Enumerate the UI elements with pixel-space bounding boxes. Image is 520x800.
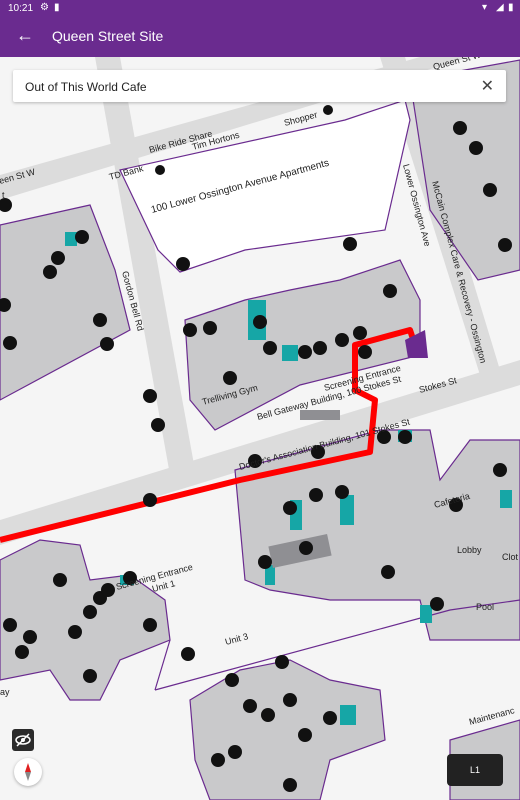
- destination-marker: [405, 330, 428, 358]
- mccain-building: [409, 59, 520, 281]
- unit-3-building: [189, 659, 386, 800]
- elevator-icon: [353, 326, 367, 340]
- atm-icon: [323, 105, 333, 115]
- elevator-icon: [335, 333, 349, 347]
- washroom-icon: [453, 121, 467, 135]
- compass-icon[interactable]: [14, 758, 42, 786]
- heart-icon: [381, 565, 395, 579]
- washroom-icon: [100, 337, 114, 351]
- stairs-icon: [225, 673, 239, 687]
- parking-icon: [176, 257, 190, 271]
- status-bar: 10:21 ⚙ ▮ ▾ ◢ ▮: [0, 0, 520, 17]
- elevator-icon: [298, 728, 312, 742]
- parking-icon: [143, 389, 157, 403]
- floor-selector[interactable]: L1: [447, 754, 503, 786]
- washroom-icon: [43, 265, 57, 279]
- washroom-icon: [211, 753, 225, 767]
- washroom-icon: [493, 463, 507, 477]
- washroom-icon: [253, 315, 267, 329]
- search-input[interactable]: [23, 77, 467, 97]
- atm-icon: [155, 165, 165, 175]
- washroom-icon: [323, 711, 337, 725]
- bike-icon: [343, 237, 357, 251]
- heart-icon: [223, 371, 237, 385]
- parking-icon: [258, 555, 272, 569]
- elevator-icon: [398, 430, 412, 444]
- elevator-icon: [430, 597, 444, 611]
- atm-icon: [311, 445, 325, 459]
- map-view[interactable]: een St W Queen St W Bike Ride Share Tim …: [0, 57, 520, 800]
- app-bar: ← Queen Street Site: [0, 17, 520, 57]
- close-icon[interactable]: ✕: [480, 78, 494, 95]
- heart-icon: [183, 323, 197, 337]
- poi-markers[interactable]: [0, 105, 512, 792]
- atm-icon: [377, 430, 391, 444]
- label-y-left: ay: [0, 687, 10, 697]
- stairs-icon: [75, 230, 89, 244]
- cafe-icon: [449, 498, 463, 512]
- label-lobby: Lobby: [457, 545, 482, 555]
- left-building: [0, 204, 131, 401]
- floor-label: L1: [469, 765, 480, 775]
- info-icon: [0, 198, 12, 212]
- washroom-icon: [298, 345, 312, 359]
- stairs-icon: [3, 618, 17, 632]
- washroom-icon: [283, 501, 297, 515]
- parking-icon: [143, 493, 157, 507]
- washroom-icon: [0, 298, 11, 312]
- arrow-left-icon[interactable]: ←: [16, 25, 34, 45]
- page-title: Queen Street Site: [52, 28, 164, 44]
- label-t-left: t: [2, 190, 5, 200]
- washroom-icon: [263, 341, 277, 355]
- stairs-icon: [83, 669, 97, 683]
- elevator-icon: [283, 778, 297, 792]
- eye-off-icon[interactable]: [12, 729, 34, 751]
- washroom-icon: [3, 336, 17, 350]
- parking-icon: [248, 454, 262, 468]
- settings-icon: ⚙: [40, 2, 49, 13]
- washroom-icon: [313, 341, 327, 355]
- stairs-icon: [469, 141, 483, 155]
- stairs-icon: [228, 745, 242, 759]
- stairs-icon: [358, 345, 372, 359]
- gym-complex: [184, 259, 421, 431]
- stairs-icon: [53, 573, 67, 587]
- washroom-icon: [23, 630, 37, 644]
- stairs-icon: [143, 618, 157, 632]
- elevator-icon: [101, 583, 115, 597]
- elevator-icon: [68, 625, 82, 639]
- signal-icon: ◢: [496, 2, 504, 13]
- stairs-icon: [309, 488, 323, 502]
- status-time: 10:21: [8, 3, 34, 14]
- lot-outline-edge: [154, 639, 171, 691]
- stairs-icon: [123, 571, 137, 585]
- stairs-icon: [383, 284, 397, 298]
- washroom-icon: [83, 605, 97, 619]
- label-pool: Pool: [476, 602, 494, 612]
- route-path: [0, 327, 418, 543]
- label-clot: Clot: [502, 552, 519, 562]
- washroom-icon: [335, 485, 349, 499]
- washroom-icon: [15, 645, 29, 659]
- elevator-icon: [51, 251, 65, 265]
- atm-icon: [299, 541, 313, 555]
- wifi-icon: ▾: [482, 2, 488, 13]
- stairs-icon: [93, 313, 107, 327]
- elevator-icon: [261, 708, 275, 722]
- doctors-building: [234, 429, 520, 641]
- bank-icon: [151, 418, 165, 432]
- sd-card-icon: ▮: [54, 2, 60, 13]
- washroom-icon: [483, 183, 497, 197]
- bike-icon: [181, 647, 195, 661]
- stairs-icon: [275, 655, 289, 669]
- battery-icon: ▮: [508, 2, 514, 13]
- lot-outline: [154, 599, 520, 691]
- heart-icon: [203, 321, 217, 335]
- washroom-icon: [283, 693, 297, 707]
- washroom-icon: [243, 699, 257, 713]
- apartments-building: [119, 99, 411, 273]
- elevator-icon: [498, 238, 512, 252]
- search-bar[interactable]: ✕: [13, 70, 506, 102]
